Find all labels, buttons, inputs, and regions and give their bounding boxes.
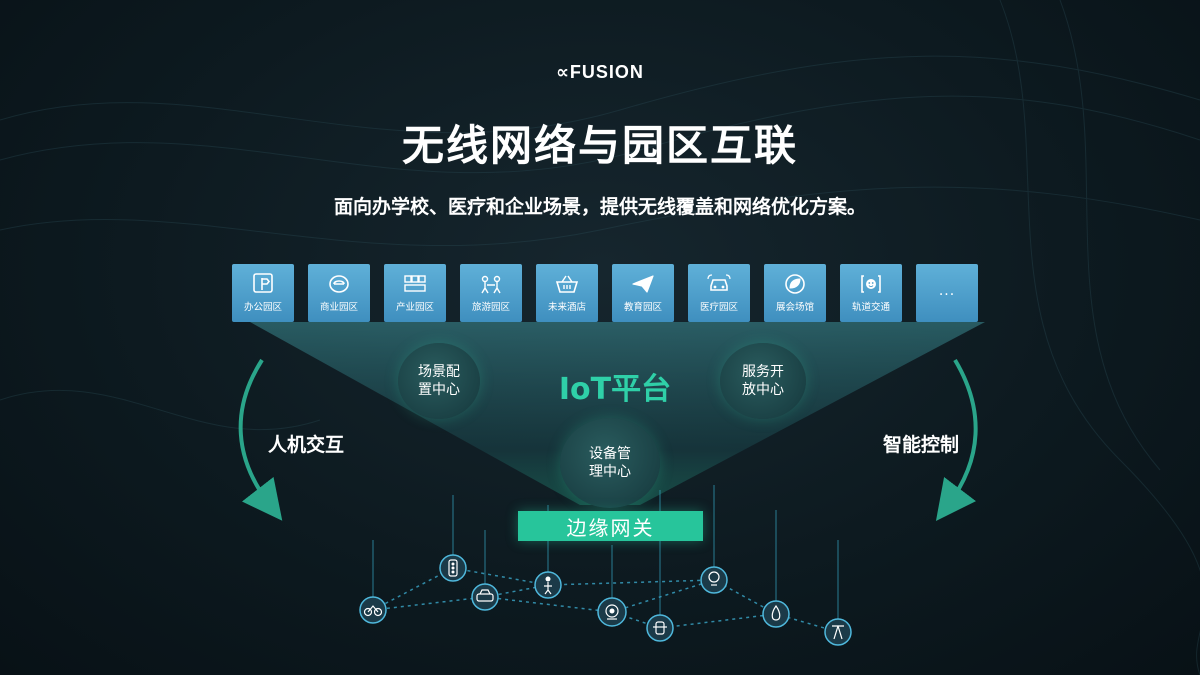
edge-gateway: 边缘网关 bbox=[518, 511, 703, 541]
right-arrow bbox=[935, 358, 978, 521]
bubble-label: 场景配置中心 bbox=[418, 364, 460, 398]
service-open-center: 服务开放中心 bbox=[720, 343, 806, 419]
car-icon bbox=[471, 583, 499, 611]
tile-industrial-park: 产业园区 bbox=[384, 264, 446, 322]
tile-tourism-park: 旅游园区 bbox=[460, 264, 522, 322]
human-interaction-label: 人机交互 bbox=[268, 434, 345, 456]
tile-label: 产业园区 bbox=[395, 302, 434, 313]
page-subtitle: 面向办学校、医疗和企业场景，提供无线覆盖和网络优化方案。 bbox=[333, 196, 866, 218]
basket-icon bbox=[555, 275, 579, 293]
traffic-light-icon bbox=[439, 554, 467, 582]
tile-future-hotel: 未来酒店 bbox=[536, 264, 598, 322]
device-nodes bbox=[359, 554, 852, 646]
tile-medical-park: 医疗园区 bbox=[688, 264, 750, 322]
signpost-icon bbox=[253, 273, 273, 293]
robot-face-icon bbox=[861, 275, 881, 293]
person-icon bbox=[534, 571, 562, 599]
bubble-label: 服务开放中心 bbox=[742, 364, 784, 398]
tile-label: 未来酒店 bbox=[547, 302, 586, 313]
more-icon: ... bbox=[938, 283, 956, 299]
tile-label: 展会场馆 bbox=[775, 302, 814, 313]
vehicle-icon bbox=[707, 274, 731, 291]
tile-label: 医疗园区 bbox=[699, 302, 738, 313]
left-arrow bbox=[238, 358, 283, 521]
scene-config-center: 场景配置中心 bbox=[398, 343, 480, 419]
device-management-center: 设备管理中心 bbox=[560, 418, 660, 508]
brand-logo: ∝FUSION bbox=[556, 62, 644, 82]
bubble-label: 设备管理中心 bbox=[589, 446, 631, 480]
smart-control-label: 智能控制 bbox=[883, 434, 960, 456]
bicycle-icon bbox=[359, 596, 387, 624]
tile-label: 办公园区 bbox=[243, 302, 282, 313]
factory-icon bbox=[404, 275, 426, 292]
camera-icon bbox=[597, 597, 627, 627]
tile-education-park: 教育园区 bbox=[612, 264, 674, 322]
tile-rail-transit: 轨道交通 bbox=[840, 264, 902, 322]
tile-more: ... bbox=[916, 264, 978, 322]
tile-label: 旅游园区 bbox=[471, 302, 510, 313]
tile-commercial-park: 商业园区 bbox=[308, 264, 370, 322]
leaf-icon bbox=[785, 274, 805, 294]
hydrant-icon bbox=[646, 614, 674, 642]
bulb-icon bbox=[700, 566, 728, 594]
device-network bbox=[372, 567, 839, 633]
antenna-icon bbox=[824, 618, 852, 646]
tile-label: 教育园区 bbox=[623, 302, 662, 313]
shopping-bag-icon bbox=[329, 275, 349, 293]
iot-platform-label: IoT平台 bbox=[558, 372, 672, 407]
scenario-tiles: 办公园区 商业园区 产业园区 旅游园区 bbox=[232, 264, 978, 322]
paper-plane-icon bbox=[632, 275, 654, 293]
tile-label: 商业园区 bbox=[319, 302, 358, 313]
tile-label: 轨道交通 bbox=[851, 302, 890, 313]
tile-exhibition-venue: 展会场馆 bbox=[764, 264, 826, 322]
water-drop-icon bbox=[762, 600, 790, 628]
tourism-icon bbox=[481, 275, 501, 294]
tile-office-park: 办公园区 bbox=[232, 264, 294, 322]
page-title: 无线网络与园区互联 bbox=[401, 121, 798, 170]
